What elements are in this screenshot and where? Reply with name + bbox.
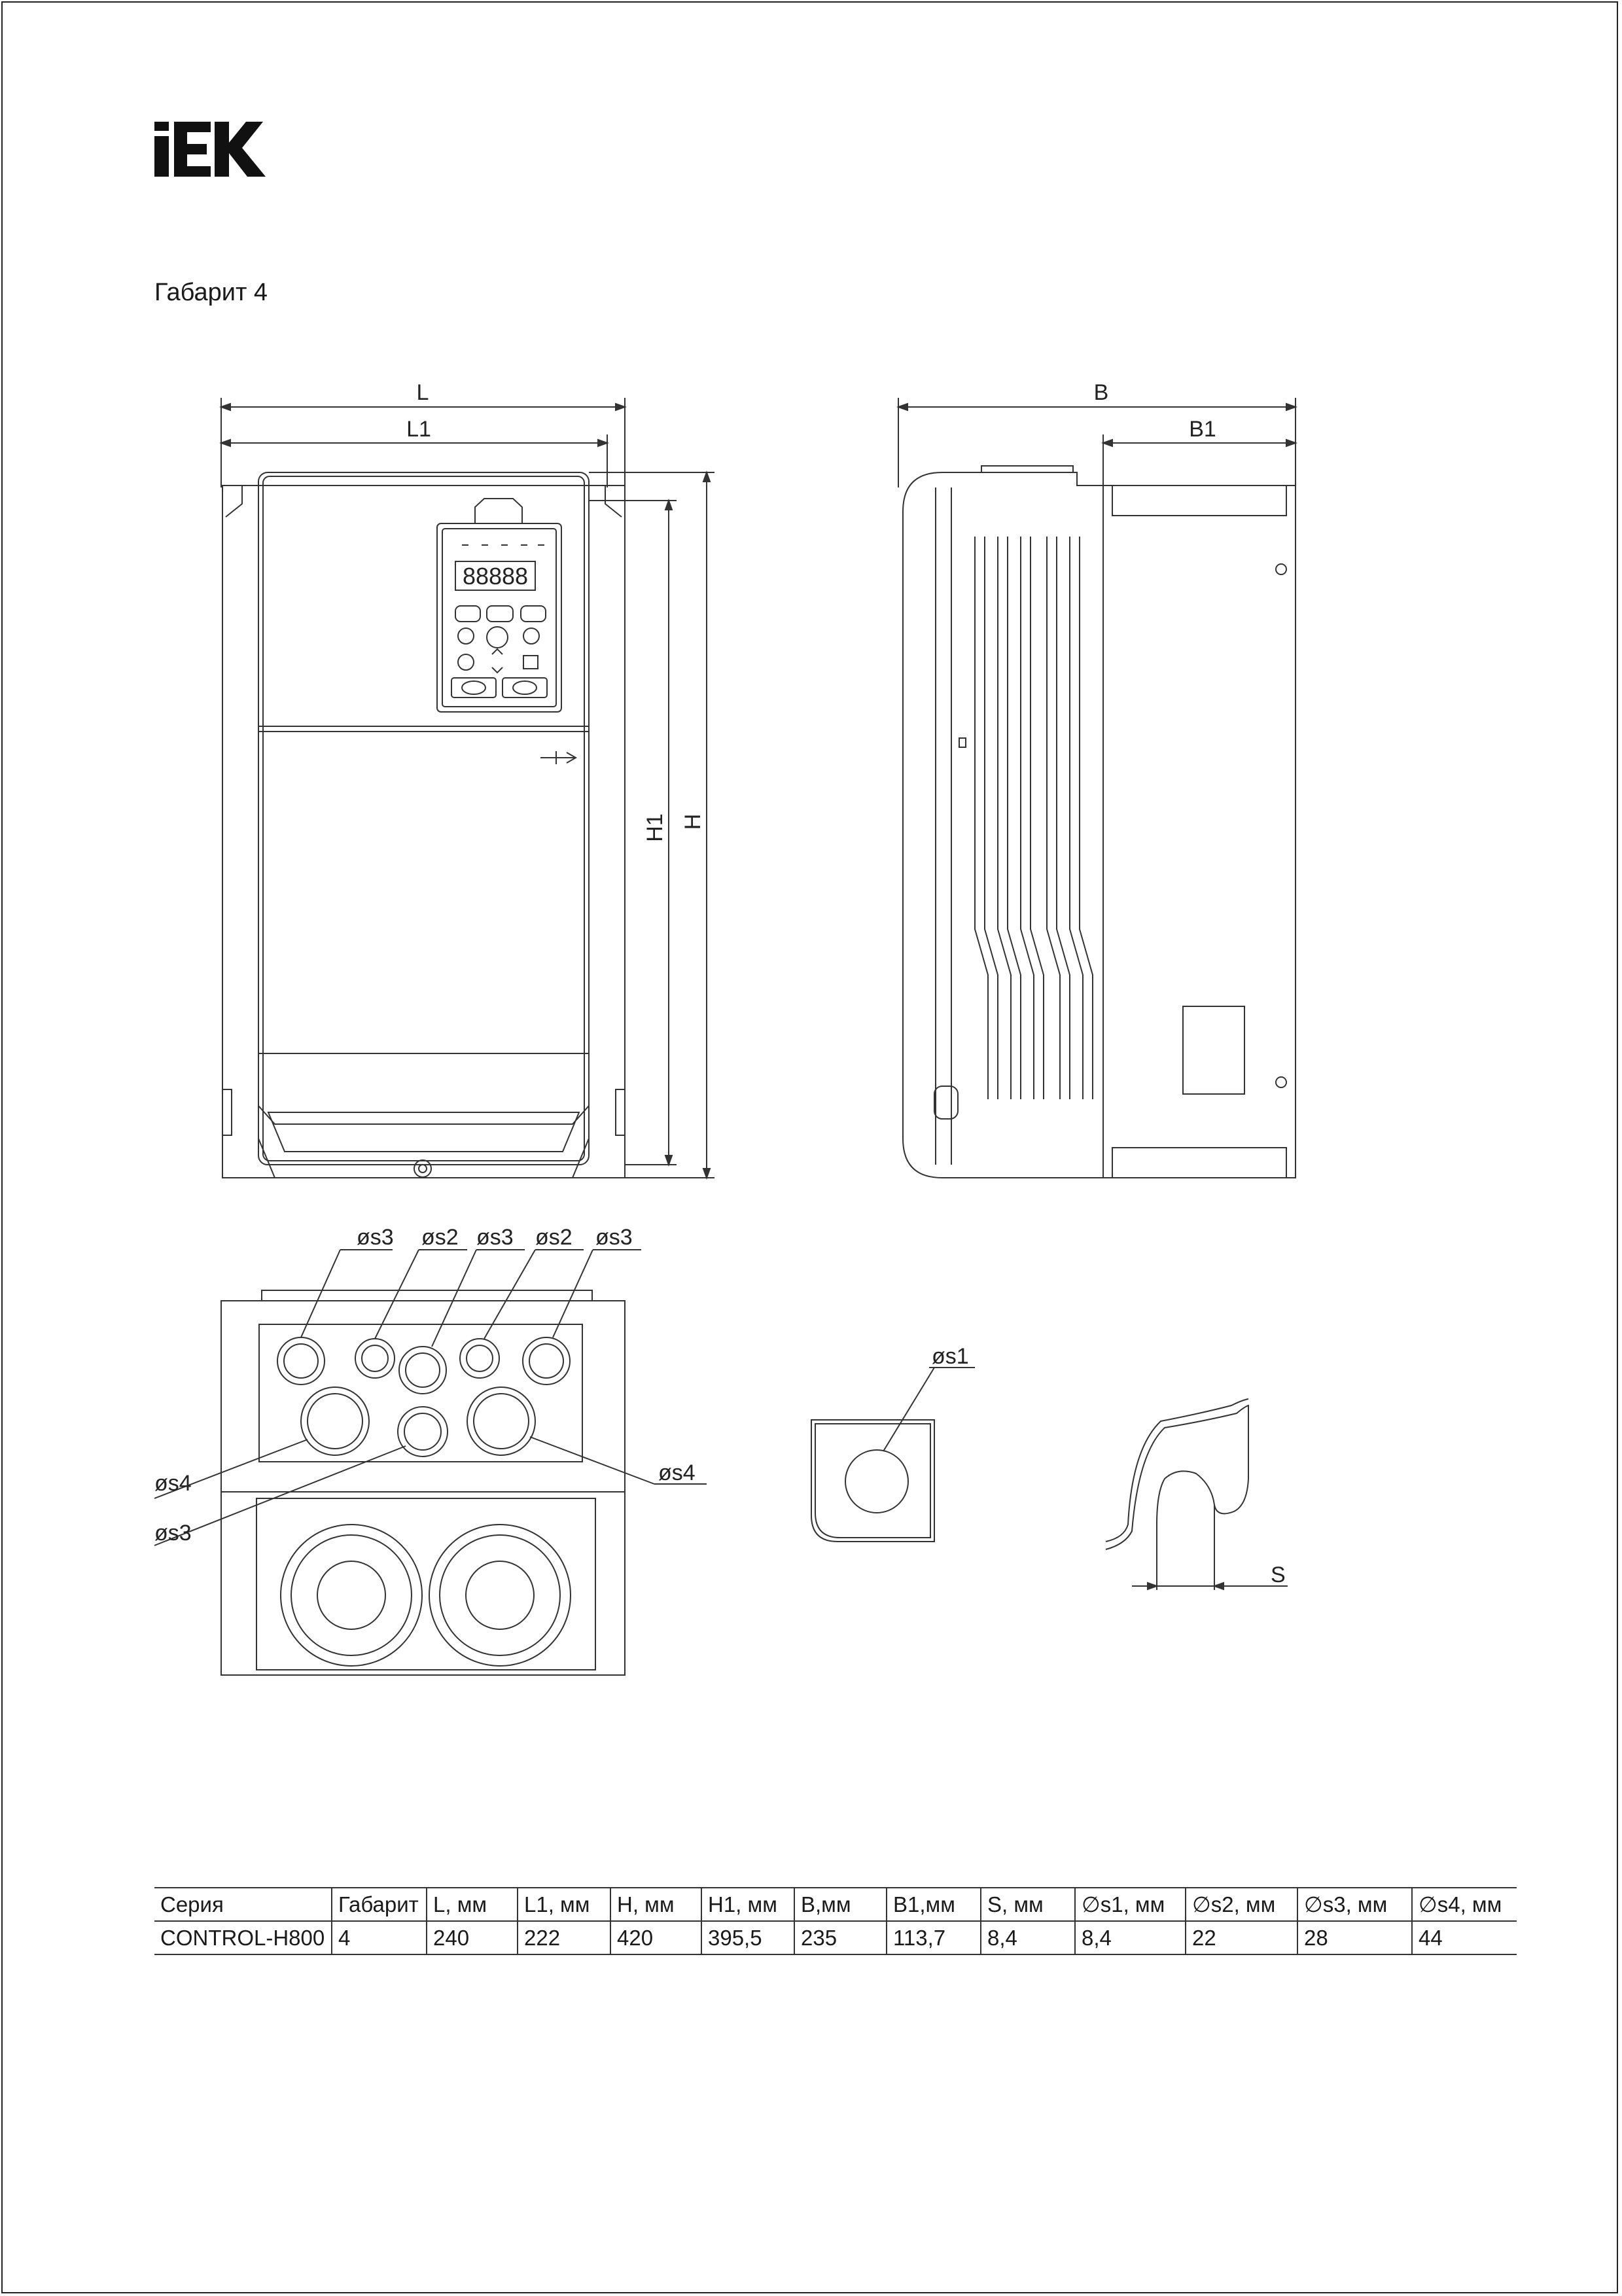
col-header-size: Габарит	[331, 1887, 427, 1922]
cell-H1: 395,5	[701, 1921, 794, 1955]
col-header-H1: H1, мм	[701, 1887, 794, 1922]
iek-logo	[154, 122, 266, 177]
col-header-s3: ∅s3, мм	[1297, 1887, 1412, 1922]
usb-icon	[540, 751, 578, 764]
label-s3-b: øs3	[476, 1225, 514, 1250]
side-view: B B1	[896, 380, 1297, 1178]
cell-size: 4	[331, 1921, 427, 1955]
cell-series: CONTROL-H800	[154, 1921, 332, 1955]
dim-label-L: L	[417, 380, 429, 405]
cell-L: 240	[426, 1921, 518, 1955]
col-header-series: Серия	[154, 1887, 332, 1922]
cell-S: 8,4	[980, 1921, 1075, 1955]
label-s3-d: øs3	[154, 1521, 192, 1545]
label-s1: øs1	[932, 1344, 969, 1369]
col-header-L: L, мм	[426, 1887, 518, 1922]
col-header-B: B,мм	[794, 1887, 887, 1922]
col-header-s2: ∅s2, мм	[1185, 1887, 1297, 1922]
cell-B1: 113,7	[886, 1921, 981, 1955]
col-header-B1: B1,мм	[886, 1887, 981, 1922]
bottom-view: øs3 øs2 øs3 øs2 øs3 øs4 øs3 øs4	[154, 1225, 707, 1676]
label-s4-a: øs4	[154, 1471, 192, 1496]
cell-s1: 8,4	[1074, 1921, 1186, 1955]
label-s4-b: øs4	[658, 1460, 696, 1485]
dim-label-B: B	[1094, 380, 1109, 405]
col-header-H: H, мм	[610, 1887, 701, 1922]
cell-H: 420	[610, 1921, 701, 1955]
dim-label-H1: H1	[643, 813, 667, 841]
col-header-s4: ∅s4, мм	[1411, 1887, 1517, 1922]
label-s3-a: øs3	[357, 1225, 394, 1250]
dim-label-H: H	[680, 814, 705, 830]
cell-s2: 22	[1185, 1921, 1297, 1955]
label-s3-c: øs3	[595, 1225, 633, 1250]
front-view: L L1 88888	[219, 380, 714, 1180]
table-row: CONTROL-H800 4 240 222 420 395,5 235 113…	[154, 1921, 1517, 1955]
terminal-detail-side: S	[1105, 1398, 1288, 1591]
cell-B: 235	[794, 1921, 887, 1955]
keypad-display: 88888	[463, 563, 528, 590]
technical-drawing: L L1 88888	[154, 380, 1297, 1676]
dim-label-B1: B1	[1189, 417, 1216, 442]
dim-label-L1: L1	[406, 417, 431, 442]
label-s2-b: øs2	[535, 1225, 573, 1250]
col-header-S: S, мм	[980, 1887, 1075, 1922]
table-header-row: Серия Габарит L, мм L1, мм H, мм H1, мм …	[154, 1887, 1517, 1922]
cell-s4: 44	[1411, 1921, 1517, 1955]
col-header-L1: L1, мм	[517, 1887, 610, 1922]
cell-L1: 222	[517, 1921, 610, 1955]
spec-table: Серия Габарит L, мм L1, мм H, мм H1, мм …	[154, 1887, 1517, 1955]
terminal-detail-front: øs1	[811, 1344, 975, 1542]
col-header-s1: ∅s1, мм	[1074, 1887, 1186, 1922]
cell-s3: 28	[1297, 1921, 1412, 1955]
dimension-size-title: Габарит 4	[154, 279, 268, 306]
dim-label-S: S	[1271, 1563, 1286, 1587]
label-s2-a: øs2	[421, 1225, 459, 1250]
